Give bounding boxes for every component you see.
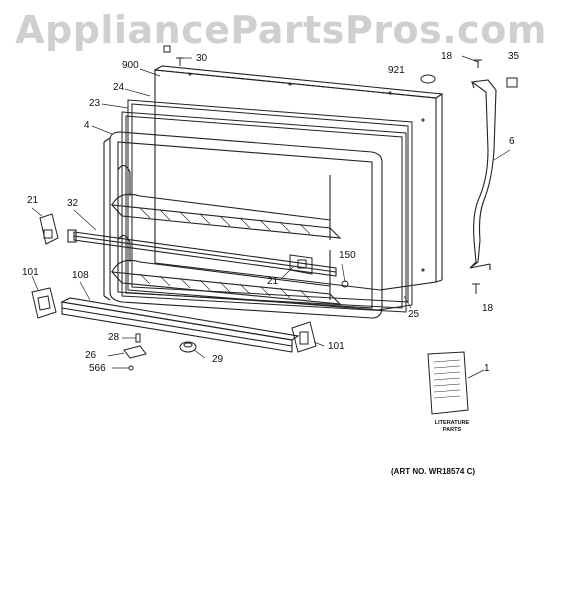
callout-108: 108 xyxy=(72,270,89,281)
hinge-pin xyxy=(135,333,141,343)
callout-23: 23 xyxy=(89,98,101,109)
shelf-bracket-left xyxy=(39,213,59,245)
callout-32: 32 xyxy=(67,198,79,209)
drain-grommet xyxy=(341,280,349,288)
door-bumper xyxy=(179,341,197,353)
hinge-screw xyxy=(128,365,134,371)
shelf-bracket-right xyxy=(289,254,313,275)
door-plug xyxy=(420,74,436,84)
callout-18-bottom: 18 xyxy=(482,303,494,314)
callout-150: 150 xyxy=(339,250,356,261)
door-handle xyxy=(469,79,497,270)
shelf-cap-right xyxy=(291,321,317,353)
handle-screw-bottom xyxy=(472,283,480,294)
literature-label: LITERATURE PARTS xyxy=(429,420,475,434)
literature-label-line2: PARTS xyxy=(442,427,462,433)
callout-28: 28 xyxy=(108,332,120,343)
callout-30: 30 xyxy=(196,53,208,64)
callout-6: 6 xyxy=(509,136,515,147)
callout-29: 29 xyxy=(212,354,224,365)
door-gasket xyxy=(121,99,413,313)
callout-21-left: 21 xyxy=(27,195,39,206)
shelf-cap-left xyxy=(31,287,57,319)
callout-24: 24 xyxy=(113,82,125,93)
handle-screw-top xyxy=(474,59,482,68)
callout-35: 35 xyxy=(508,51,520,62)
door-stop-screw xyxy=(163,45,184,66)
callout-566: 566 xyxy=(89,363,106,374)
watermark-text: AppliancePartsPros.com xyxy=(15,8,547,52)
callout-21-right: 21 xyxy=(267,276,279,287)
callout-18-top: 18 xyxy=(441,51,453,62)
callout-101-left: 101 xyxy=(22,267,39,278)
art-number: (ART NO. WR18574 C) xyxy=(391,467,476,476)
callout-101-right: 101 xyxy=(328,341,345,352)
callout-921: 921 xyxy=(388,65,405,76)
handle-end-cap xyxy=(506,77,518,88)
literature-label-line1: LITERATURE xyxy=(434,420,470,426)
callout-900: 900 xyxy=(122,60,139,71)
callout-4: 4 xyxy=(84,120,90,131)
hinge-plate xyxy=(123,345,147,359)
lower-shelf-bar xyxy=(60,297,300,353)
door-liner xyxy=(103,131,383,319)
callout-25: 25 xyxy=(408,309,420,320)
callout-26: 26 xyxy=(85,350,97,361)
literature-booklet xyxy=(427,351,469,415)
shelf-bar xyxy=(67,229,337,277)
leader-lines xyxy=(31,55,511,379)
callout-1: 1 xyxy=(484,363,490,374)
